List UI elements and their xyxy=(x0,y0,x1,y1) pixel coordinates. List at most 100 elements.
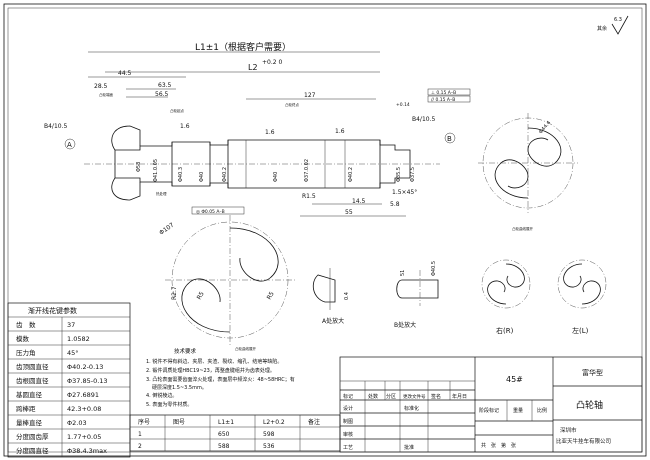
roughness-value: 6.3 xyxy=(614,17,622,23)
spline-row-value: Φ40.2-0.13 xyxy=(67,363,103,371)
dia-40-a: Φ40 xyxy=(199,172,205,182)
hdr-zone: 分区 xyxy=(386,393,396,400)
spline-row-label: 模数 xyxy=(16,334,30,343)
hdr-weight: 重量 xyxy=(513,407,523,414)
dim-55: 55 xyxy=(345,209,353,216)
dim-R1-5: R1.5 xyxy=(302,193,316,200)
dim-56-5: 56.5 xyxy=(155,91,169,98)
spline-row-label: 跨棒距 xyxy=(16,404,36,413)
r-5-a: R5 xyxy=(196,290,206,301)
left-cam-top xyxy=(111,125,141,151)
datum-A-circle xyxy=(64,138,76,150)
size-table-header: 图号 xyxy=(173,419,185,426)
center-hole-left: B4/10.5 xyxy=(44,123,67,130)
spline-row-label: 齿顶圆直径 xyxy=(16,362,49,371)
note-d: 凸轮曲线展开 xyxy=(512,226,533,231)
datum-A: A xyxy=(67,141,72,149)
spline-row-value: Φ27.6891 xyxy=(67,391,99,399)
dim-1-6-a: 1.6 xyxy=(180,123,190,130)
left-cam-circle xyxy=(557,259,607,309)
dim-L2-tol: +0.2 0 xyxy=(262,59,282,66)
detail-a-shape xyxy=(312,274,336,303)
tol-frame-2 xyxy=(427,95,471,103)
tol-frame-3-text: ◎ Φ0.05 A–B xyxy=(196,209,225,215)
title-block xyxy=(339,356,643,453)
detail-b-dim-2: Φ40.5 xyxy=(431,261,437,276)
dia-58: Φ58 xyxy=(136,162,142,172)
left-cam-profile xyxy=(563,263,601,305)
row-standard: 标准化 xyxy=(404,405,419,412)
roughness-symbol-icon xyxy=(611,15,629,35)
hdr-stage: 阶段标记 xyxy=(479,407,499,414)
detail-b-dim-1: 51 xyxy=(400,270,406,276)
dia-37: Φ37.0.02 xyxy=(304,159,310,182)
datum-B: B xyxy=(447,135,452,143)
dim-63-5: 63.5 xyxy=(158,82,172,89)
center-hole-right: B4/10.5 xyxy=(412,116,435,123)
size-table-header: 序号 xyxy=(138,418,150,426)
part-name: 凸轮轴 xyxy=(576,399,603,411)
spline-row-value: Φ37.85-0.13 xyxy=(67,377,108,385)
size-table-cell: 598 xyxy=(263,431,275,438)
size-table-cell: 588 xyxy=(218,443,230,450)
hdr-mark: 标记 xyxy=(343,393,353,400)
spline-row-label: 分度圆齿厚 xyxy=(16,432,49,441)
tol-frame-1 xyxy=(427,88,471,96)
company: 比亚天牛挂车有限公司 xyxy=(556,437,611,445)
left-cam-bottom xyxy=(111,177,141,201)
row-draw: 制图 xyxy=(343,418,353,425)
dia-37-b: Φ37.5 xyxy=(410,167,416,182)
dia-44: Φ44.4 xyxy=(538,120,552,135)
tol-frame-3 xyxy=(191,206,245,215)
dim-14-5: 14.5 xyxy=(352,198,366,205)
right-view-label: 右(R) xyxy=(496,326,514,335)
dim-L1: L1±1（根据客户需要） xyxy=(195,41,291,53)
dia-40-2: Φ40.2 xyxy=(222,167,228,182)
dia-40-b: Φ40 xyxy=(273,172,279,182)
note-b: 凸轮终点 xyxy=(285,102,299,107)
right-cam-profile xyxy=(487,263,525,305)
r-2-7: R2.7 xyxy=(171,286,178,300)
right-cam-circle xyxy=(481,259,531,309)
spline-row-label: 基圆直径 xyxy=(16,390,43,399)
spline-row-label: 齿 数 xyxy=(16,320,36,329)
hdr-sign: 签名 xyxy=(431,393,441,400)
detail-a-dim: 0.4 xyxy=(344,292,350,300)
detail-b-shape xyxy=(396,279,439,299)
spline-row-value: 45° xyxy=(67,349,79,357)
spline-row-label: 分度圆直径 xyxy=(16,446,49,455)
note-c: 热处理 xyxy=(156,191,167,196)
note-e: 凸轮曲线展开 xyxy=(235,346,256,351)
cam-section-s-top xyxy=(527,127,562,167)
spline-row-label: 量棒直径 xyxy=(16,418,43,427)
series-name: 富华型 xyxy=(582,368,603,377)
spline-row-value: Φ38.4.3max xyxy=(67,447,107,455)
row-design: 设计 xyxy=(343,405,353,412)
dim-chamfer: 1.5×45° xyxy=(392,189,417,196)
dim-0-14: +0.14 xyxy=(396,102,410,108)
size-table-cell: 1 xyxy=(138,431,142,438)
size-table-cell: 2 xyxy=(138,443,142,450)
dim-127: 127 xyxy=(304,92,316,99)
size-table-header: L2+0.2 xyxy=(263,419,285,426)
tech-req-3: 3. 凸轮表面需要齿面淬火处理，表面层中频淬火：48~58HRC；有 xyxy=(146,376,295,383)
spline-row-label: 齿根圆直径 xyxy=(16,376,49,385)
dia-41: Φ41.0.05 xyxy=(153,159,159,182)
dim-28-5: 28.5 xyxy=(94,83,108,90)
inner-frame xyxy=(7,7,643,453)
hdr-date: 年月日 xyxy=(452,393,467,400)
cam-profile-bottom xyxy=(181,278,231,333)
detail-b-label: B处放大 xyxy=(394,321,416,329)
tech-req-1: 1. 锐件不得有斜边、夹层、夹渣、裂纹、缩孔、结疤等缺陷。 xyxy=(146,358,282,365)
spline-row-value: 37 xyxy=(67,321,75,329)
size-table-cell: 650 xyxy=(218,431,230,438)
tech-req-4: 4. 倒锐棱边。 xyxy=(146,392,177,399)
tech-req-5: 5. 表面为零件材质。 xyxy=(146,401,192,408)
cam-section-s-bottom xyxy=(494,159,529,199)
r-5-b: R5 xyxy=(266,290,276,301)
tech-req-3b: 硬层深度1.5~3.5mm。 xyxy=(152,384,207,391)
